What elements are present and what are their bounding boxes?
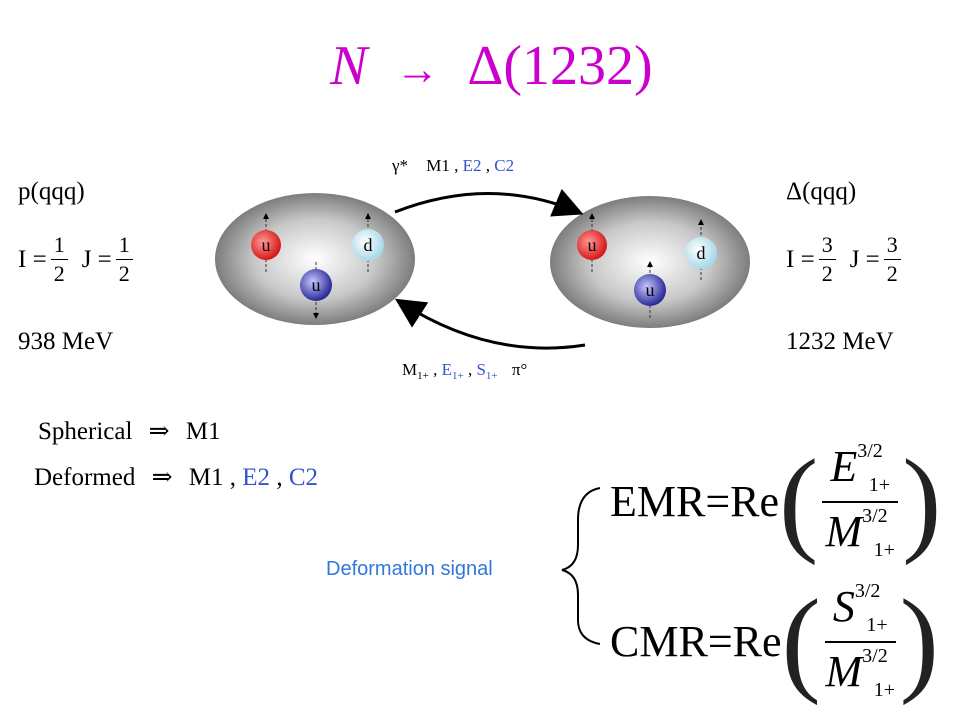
m-multipole-label: M1+ [402, 360, 429, 382]
implies-symbol: ⇒ [151, 464, 173, 491]
quark-d-cyan [685, 237, 717, 269]
decay-arrow [394, 298, 586, 350]
page-title: N → Δ(1232) [330, 34, 653, 98]
deformed-e2: E2 [242, 464, 271, 491]
cmr-formula: CMR=Re ( S3/21+ M3/21+ ) [610, 580, 939, 702]
curly-brace [561, 487, 601, 645]
isospin-label: I = [18, 245, 47, 273]
quark-d-cyan [352, 229, 384, 261]
emr-fraction: E3/21+ M3/21+ [822, 440, 899, 562]
delta-quarks: u d u [577, 213, 717, 318]
transition-top-label: γ* M1 , E2 , C2 [392, 156, 514, 176]
proton-ellipse [215, 193, 415, 325]
separator: , [485, 156, 491, 175]
delta-ellipse [550, 196, 750, 328]
proton-mass: 938 MeV [18, 328, 114, 355]
pion-label: π° [511, 360, 528, 379]
separator: , [276, 464, 283, 491]
quark-label: u [646, 280, 655, 300]
quark-label: u [312, 275, 321, 295]
quark-u-red [251, 230, 281, 260]
gamma-star-label: γ* [392, 156, 409, 175]
title-arrow: → [395, 45, 440, 94]
emr-lhs: EMR=Re [610, 476, 780, 526]
left-paren: ( [781, 575, 821, 706]
separator: , [454, 156, 459, 175]
separator: , [467, 360, 473, 379]
deformed-line: Deformed ⇒ M1 , E2 , C2 [34, 462, 318, 492]
spin-label: J = [81, 245, 112, 273]
s-multipole-label: S1+ [476, 360, 498, 382]
quark-label: u [588, 235, 597, 255]
deformed-m1: M1 [188, 464, 224, 491]
right-paren: ) [899, 575, 939, 706]
spin-label: J = [849, 245, 880, 273]
quark-u-blue [634, 274, 666, 306]
cmr-fraction: S3/21+ M3/21+ [824, 580, 896, 701]
quark-label: u [262, 235, 271, 255]
e-multipole-label: E1+ [441, 360, 464, 382]
left-paren: ( [779, 435, 819, 566]
transition-bottom-label: M1+ , E1+ , S1+ π° [402, 360, 527, 382]
quark-label: d [364, 235, 373, 255]
title-delta: Δ(1232) [467, 35, 653, 97]
deformed-c2: C2 [288, 464, 318, 491]
emr-formula: EMR=Re ( E3/21+ M3/21+ ) [610, 440, 941, 562]
proton-name: p(qqq) [18, 178, 85, 205]
implies-symbol: ⇒ [148, 418, 170, 445]
separator: , [433, 360, 438, 379]
quark-u-red [577, 230, 607, 260]
deformation-signal-label: Deformation signal [326, 558, 493, 580]
spherical-label: Spherical [38, 418, 133, 445]
delta-mass: 1232 MeV [786, 328, 894, 355]
deformed-label: Deformed [34, 464, 136, 491]
spherical-line: Spherical ⇒ M1 [38, 416, 221, 446]
separator: , [229, 464, 237, 491]
e2-label: E2 [462, 156, 482, 175]
excitation-arrow [394, 188, 584, 217]
m1-label: M1 [426, 156, 450, 175]
quark-label: d [697, 243, 706, 263]
right-paren: ) [902, 435, 942, 566]
quark-u-blue [300, 269, 332, 301]
c2-label: C2 [494, 156, 515, 175]
spherical-result: M1 [185, 418, 221, 445]
isospin-label: I = [786, 245, 815, 273]
proton-quarks: u d u [251, 213, 384, 319]
delta-name: Δ(qqq) [786, 178, 857, 205]
title-nucleon: N [330, 35, 368, 97]
cmr-lhs: CMR=Re [610, 616, 782, 666]
